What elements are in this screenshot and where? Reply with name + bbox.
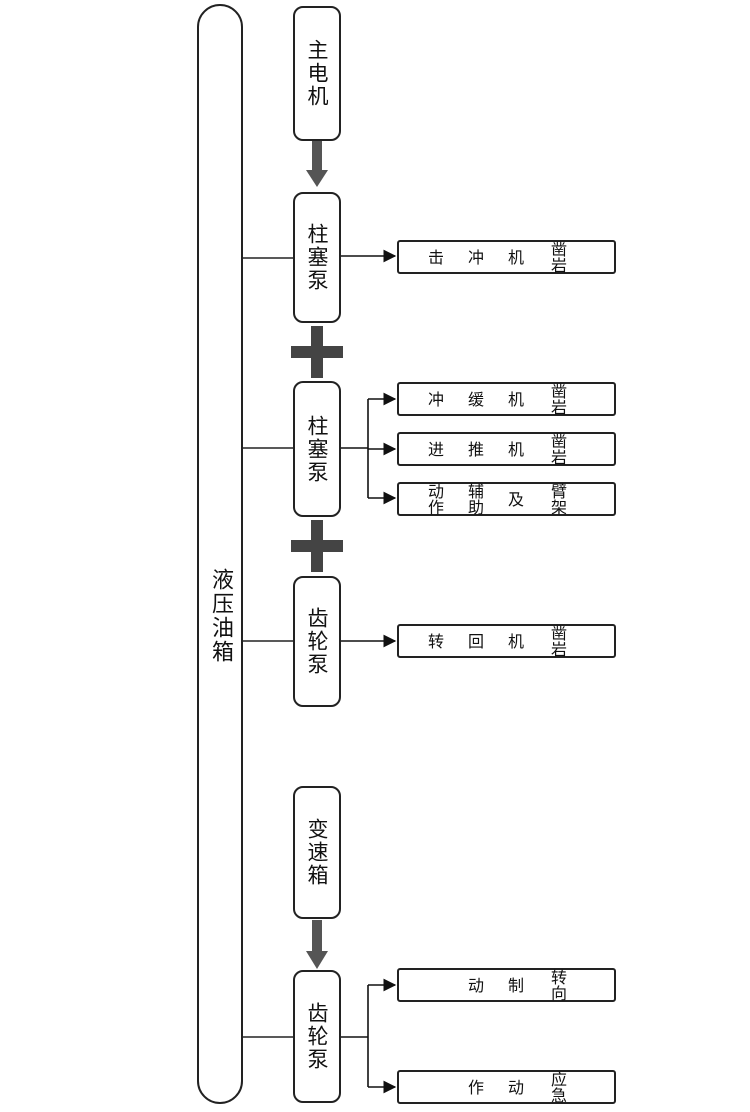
action-col: 缓 <box>465 391 484 407</box>
action-drill-impact: 凿岩 机 冲 击 <box>397 240 616 274</box>
plus-connector-1 <box>291 326 343 378</box>
action-col: 作 <box>465 1079 484 1095</box>
action-drill-rotation: 凿岩 机 回 转 <box>397 624 616 658</box>
action-col: 凿岩 <box>548 383 567 415</box>
action-col: 机 <box>505 391 524 407</box>
action-col: 机 <box>505 441 524 457</box>
action-col: 及 <box>505 491 524 507</box>
gear-pump-2-box: 齿轮泵 <box>293 970 341 1103</box>
action-emergency: 应急 动 作 <box>397 1070 616 1104</box>
piston-pump-1-label: 柱塞泵 <box>305 223 329 292</box>
action-col: 推 <box>465 441 484 457</box>
piston-pump-1-box: 柱塞泵 <box>293 192 341 323</box>
hydraulic-tank-label: 液压油箱 <box>208 568 233 664</box>
drive-arrow-2 <box>306 920 328 969</box>
main-motor-label: 主电机 <box>305 39 329 108</box>
drive-arrow-1 <box>306 141 328 187</box>
action-col: 机 <box>505 249 524 265</box>
gearbox-label: 变速箱 <box>305 818 329 887</box>
gear-pump-1-box: 齿轮泵 <box>293 576 341 707</box>
action-col: 机 <box>505 633 524 649</box>
action-boom-auxiliary: 臂架 及 辅助 动作 <box>397 482 616 516</box>
action-col: 回 <box>465 633 484 649</box>
action-col: 凿岩 <box>548 625 567 657</box>
action-drill-feed: 凿岩 机 推 进 <box>397 432 616 466</box>
action-col: 凿岩 <box>548 433 567 465</box>
action-col: 转向 <box>548 969 567 1001</box>
gearbox-box: 变速箱 <box>293 786 341 919</box>
action-col: 击 <box>425 249 444 265</box>
action-col: 辅助 <box>465 483 484 515</box>
gear-pump-1-label: 齿轮泵 <box>305 607 329 676</box>
gear-pump-2-label: 齿轮泵 <box>305 1002 329 1071</box>
action-col: 进 <box>425 441 444 457</box>
piston-pump-2-box: 柱塞泵 <box>293 381 341 517</box>
hydraulic-tank: 液压油箱 <box>197 4 243 1104</box>
action-col: 凿岩 <box>548 241 567 273</box>
action-col: 动作 <box>425 483 444 515</box>
action-col: 动 <box>465 977 484 993</box>
main-motor-box: 主电机 <box>293 6 341 141</box>
action-col: 冲 <box>465 249 484 265</box>
plus-connector-2 <box>291 520 343 572</box>
action-drill-buffer: 凿岩 机 缓 冲 <box>397 382 616 416</box>
action-col: 转 <box>425 633 444 649</box>
action-col: 臂架 <box>548 483 567 515</box>
action-col: 动 <box>505 1079 524 1095</box>
action-col: 应急 <box>548 1071 567 1103</box>
action-col: 冲 <box>425 391 444 407</box>
piston-pump-2-label: 柱塞泵 <box>305 414 329 484</box>
action-steering-brake: 转向 制 动 <box>397 968 616 1002</box>
action-col: 制 <box>505 977 524 993</box>
